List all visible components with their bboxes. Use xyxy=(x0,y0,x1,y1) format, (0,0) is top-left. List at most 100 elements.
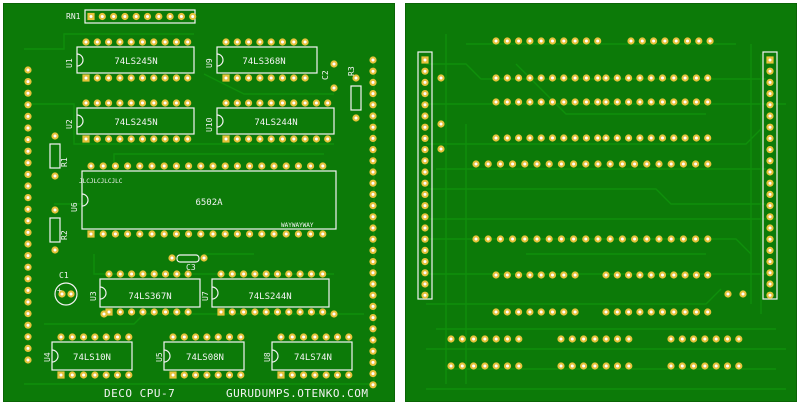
drill-hole xyxy=(596,39,600,43)
drill-hole xyxy=(242,272,246,276)
drill-hole xyxy=(182,335,186,339)
drill-hole xyxy=(314,137,318,141)
drill-hole xyxy=(162,232,166,236)
drill-hole xyxy=(371,103,375,107)
drill-hole xyxy=(517,310,521,314)
drill-hole xyxy=(26,161,30,165)
drill-hole xyxy=(100,15,104,18)
drill-hole xyxy=(107,40,111,44)
ref-u2: U2 xyxy=(65,119,74,129)
drill-hole xyxy=(371,260,375,264)
drill-hole xyxy=(768,114,772,118)
chip-outline xyxy=(51,341,133,371)
drill-hole xyxy=(539,273,543,277)
drill-hole xyxy=(539,76,543,80)
drill-hole xyxy=(494,39,498,43)
chip-outline xyxy=(211,278,330,308)
drill-hole xyxy=(708,39,712,43)
drill-hole xyxy=(321,272,325,276)
drill-hole xyxy=(584,162,588,166)
chip-label-u5: 74LS08N xyxy=(186,353,224,363)
drill-hole xyxy=(186,40,190,44)
drill-hole xyxy=(26,254,30,258)
drill-hole xyxy=(669,337,673,341)
drill-hole xyxy=(309,310,313,314)
drill-hole xyxy=(292,101,296,105)
drill-hole xyxy=(547,162,551,166)
drill-hole xyxy=(371,58,375,62)
drill-hole xyxy=(768,293,772,297)
drill-hole xyxy=(284,164,288,168)
drill-hole xyxy=(517,76,521,80)
drill-hole xyxy=(608,237,612,241)
drill-hole xyxy=(768,136,772,140)
drill-hole xyxy=(768,271,772,275)
drill-hole xyxy=(371,372,375,376)
right-connector-outline xyxy=(762,51,778,300)
drill-hole xyxy=(26,312,30,316)
cpu-mark-top: JLCJLCJLCJLC xyxy=(79,178,123,185)
chip-label-u10: 74LS244N xyxy=(254,118,297,128)
drill-hole xyxy=(26,138,30,142)
drill-hole xyxy=(26,335,30,339)
drill-hole xyxy=(89,164,93,168)
drill-hole xyxy=(604,273,608,277)
drill-hole xyxy=(107,101,111,105)
drill-hole xyxy=(562,76,566,80)
ref-u4: U4 xyxy=(43,352,52,362)
drill-hole xyxy=(260,164,264,168)
drill-hole xyxy=(371,69,375,73)
trace xyxy=(426,288,722,305)
drill-hole xyxy=(768,159,772,163)
drill-hole xyxy=(292,76,296,80)
drill-hole xyxy=(640,39,644,43)
drill-hole xyxy=(152,101,156,105)
drill-hole xyxy=(186,310,190,314)
drill-hole xyxy=(439,122,443,126)
chip-outline xyxy=(163,341,245,371)
drill-hole xyxy=(627,310,631,314)
drill-hole xyxy=(570,337,574,341)
drill-hole xyxy=(669,162,673,166)
drill-hole xyxy=(162,164,166,168)
drill-hole xyxy=(170,256,174,260)
drill-hole xyxy=(672,100,676,104)
drill-hole xyxy=(26,265,30,269)
drill-hole xyxy=(174,232,178,236)
drill-hole xyxy=(371,80,375,84)
drill-hole xyxy=(118,310,122,314)
ref-c2: C2 xyxy=(321,70,330,80)
drill-hole xyxy=(224,76,228,80)
back-traces xyxy=(426,34,786,390)
drill-hole xyxy=(163,101,167,105)
drill-hole xyxy=(281,76,284,80)
drill-hole xyxy=(423,271,427,275)
drill-hole xyxy=(683,100,687,104)
drill-hole xyxy=(768,282,772,286)
drill-hole xyxy=(505,76,509,80)
pcb-back-side xyxy=(405,3,797,402)
drill-hole xyxy=(89,232,93,236)
drill-hole xyxy=(768,125,772,129)
drill-hole xyxy=(768,92,772,96)
chip-label-u9: 74LS368N xyxy=(242,57,285,67)
drill-hole xyxy=(174,101,178,105)
drill-hole xyxy=(113,232,117,236)
back-pads xyxy=(421,37,774,370)
drill-hole xyxy=(517,136,521,140)
drill-hole xyxy=(627,100,631,104)
drill-hole xyxy=(309,232,313,236)
drill-hole xyxy=(615,136,619,140)
drill-hole xyxy=(615,100,619,104)
drill-hole xyxy=(53,174,57,178)
drill-hole xyxy=(371,125,375,129)
ref-u1: U1 xyxy=(65,58,74,68)
drill-hole xyxy=(290,335,294,339)
drill-hole xyxy=(570,364,574,368)
drill-hole xyxy=(645,237,649,241)
drill-hole xyxy=(269,76,273,80)
drill-hole xyxy=(528,273,532,277)
drill-hole xyxy=(562,39,566,43)
drill-hole xyxy=(694,136,698,140)
drill-hole xyxy=(84,40,88,44)
